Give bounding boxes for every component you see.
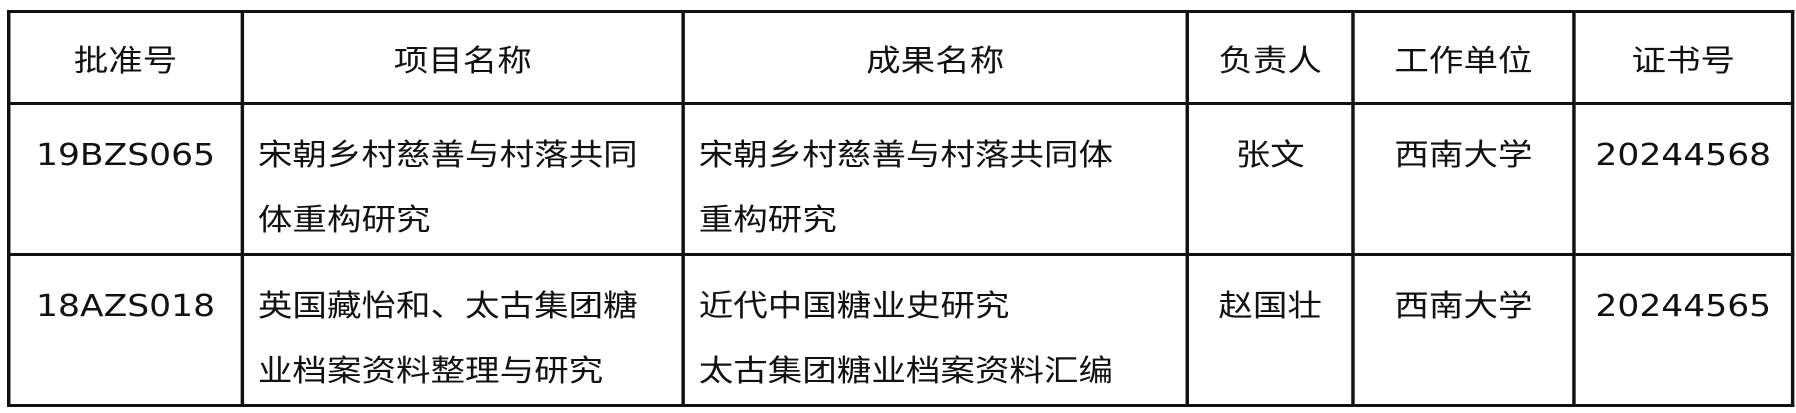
leader-cell: 赵国壮 [1185, 253, 1355, 407]
unit-cell: 西南大学 [1351, 253, 1576, 407]
header-unit: 工作单位 [1351, 10, 1576, 105]
header-approval-no: 批准号 [6, 10, 245, 105]
table-row: 18AZS018 英国藏怡和、太古集团糖 业档案资料整理与研究 近代中国糖业史研… [6, 253, 1795, 407]
result-name-line: 重构研究 [698, 203, 837, 238]
result-name-line: 近代中国糖业史研究 [698, 289, 1010, 324]
certificate-no-cell: 20244565 [1572, 253, 1795, 407]
header-leader: 负责人 [1185, 10, 1355, 105]
result-name-cell: 宋朝乡村慈善与村落共同体 重构研究 [681, 102, 1189, 256]
result-name-cell: 近代中国糖业史研究 太古集团糖业档案资料汇编 [681, 253, 1189, 407]
leader-cell: 张文 [1185, 102, 1355, 256]
results-table: 批准号 项目名称 成果名称 负责人 工作单位 证书号 19BZS065 宋朝乡村… [6, 10, 1795, 407]
result-name-line: 太古集团糖业档案资料汇编 [698, 354, 1114, 389]
approval-no-cell: 19BZS065 [6, 102, 245, 256]
project-name-cell: 英国藏怡和、太古集团糖 业档案资料整理与研究 [240, 253, 685, 407]
project-name-line: 宋朝乡村慈善与村落共同 [257, 138, 638, 173]
project-name-line: 体重构研究 [257, 203, 431, 238]
project-name-cell: 宋朝乡村慈善与村落共同 体重构研究 [240, 102, 685, 256]
project-name-line: 业档案资料整理与研究 [257, 354, 604, 389]
certificate-no-cell: 20244568 [1572, 102, 1795, 256]
approval-no-cell: 18AZS018 [6, 253, 245, 407]
project-name-line: 英国藏怡和、太古集团糖 [257, 289, 638, 324]
result-name-line: 宋朝乡村慈善与村落共同体 [698, 138, 1114, 173]
header-result-name: 成果名称 [681, 10, 1189, 105]
header-certificate-no: 证书号 [1572, 10, 1795, 105]
table-row: 19BZS065 宋朝乡村慈善与村落共同 体重构研究 宋朝乡村慈善与村落共同体 … [6, 102, 1795, 256]
header-row: 批准号 项目名称 成果名称 负责人 工作单位 证书号 [6, 10, 1795, 105]
header-project-name: 项目名称 [240, 10, 685, 105]
results-table-wrapper: 批准号 项目名称 成果名称 负责人 工作单位 证书号 19BZS065 宋朝乡村… [6, 10, 1795, 407]
unit-cell: 西南大学 [1351, 102, 1576, 256]
